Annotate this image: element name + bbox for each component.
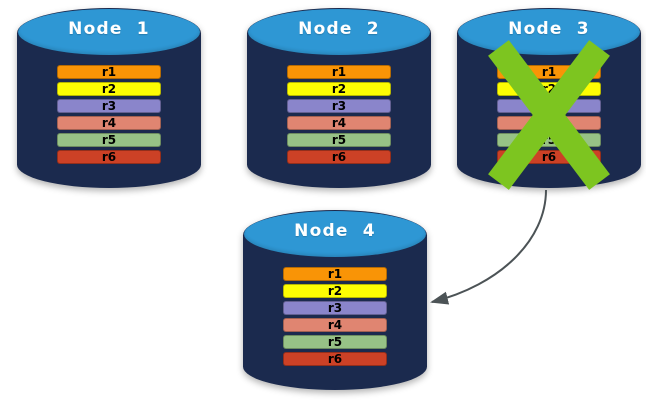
row-r5[interactable]: r5 <box>287 133 391 147</box>
node-title: Node 3 <box>508 19 590 39</box>
node-title: Node 1 <box>68 19 150 39</box>
row-r1[interactable]: r1 <box>283 267 387 281</box>
row-list: r1 r2 r3 r4 r5 r6 <box>243 210 427 390</box>
row-r4[interactable]: r4 <box>283 318 387 332</box>
cylinder-top-ellipse <box>248 9 430 55</box>
cylinder-top-ellipse <box>244 211 426 257</box>
row-r3[interactable]: r3 <box>57 99 161 113</box>
row-r3[interactable]: r3 <box>287 99 391 113</box>
row-r6[interactable]: r6 <box>283 352 387 366</box>
row-r2[interactable]: r2 <box>57 82 161 96</box>
row-r5[interactable]: r5 <box>283 335 387 349</box>
row-r2[interactable]: r2 <box>283 284 387 298</box>
row-list: r1 r2 r3 r4 r5 r6 <box>17 8 201 188</box>
row-r6[interactable]: r6 <box>287 150 391 164</box>
row-r5[interactable]: r5 <box>57 133 161 147</box>
row-r3[interactable]: r3 <box>283 301 387 315</box>
node-title: Node 2 <box>298 19 380 39</box>
node-1[interactable]: Node 1 r1 r2 r3 r4 r5 r6 <box>17 8 201 188</box>
cylinder-top-ellipse <box>18 9 200 55</box>
row-list: r1 r2 r3 r4 r5 r6 <box>247 8 431 188</box>
node-title: Node 4 <box>294 221 376 241</box>
row-r4[interactable]: r4 <box>287 116 391 130</box>
row-r1[interactable]: r1 <box>57 65 161 79</box>
node-4[interactable]: Node 4 r1 r2 r3 r4 r5 r6 <box>243 210 427 390</box>
failover-arrow <box>430 189 547 305</box>
node-2[interactable]: Node 2 r1 r2 r3 r4 r5 r6 <box>247 8 431 188</box>
row-r2[interactable]: r2 <box>287 82 391 96</box>
row-r1[interactable]: r1 <box>287 65 391 79</box>
row-r6[interactable]: r6 <box>57 150 161 164</box>
row-r4[interactable]: r4 <box>57 116 161 130</box>
